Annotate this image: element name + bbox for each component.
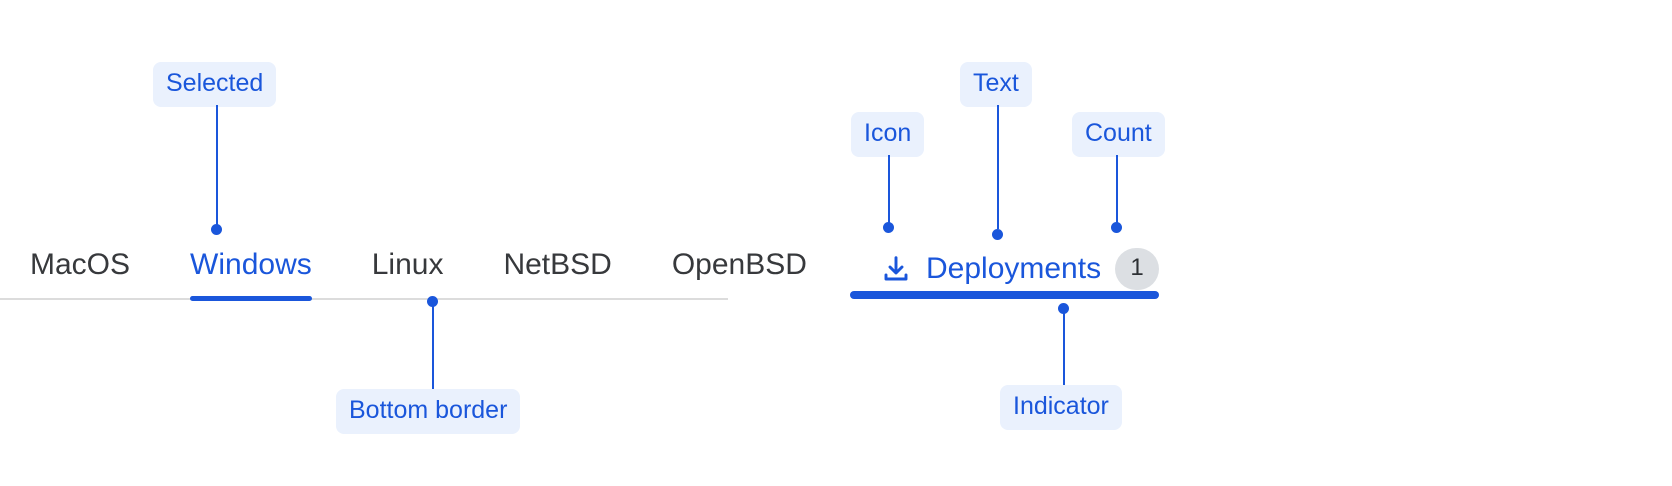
tab-windows[interactable]: Windows [190,246,312,301]
annotation-count-dot [1111,222,1122,233]
annotation-bottom-border-label: Bottom border [336,389,521,434]
tab-openbsd[interactable]: OpenBSD [671,248,807,281]
annotation-indicator-label: Indicator [1000,385,1122,430]
annotation-count-label: Count [1072,112,1165,157]
annotation-icon-dot [883,222,894,233]
tab-linux[interactable]: Linux [371,248,444,281]
annotation-icon-leader-line [888,155,890,227]
tab-deployments-count-badge: 1 [1115,248,1160,290]
annotation-count-leader-line [1116,155,1118,227]
tab-deployments-indicator [850,291,1159,299]
annotation-selected-leader-line [216,105,218,229]
tab-bar-right: Deployments 1 [850,246,1160,300]
tab-macos[interactable]: MacOS [30,248,131,281]
annotation-text-label: Text [960,62,1032,107]
tab-deployments[interactable]: Deployments 1 [850,246,1160,306]
download-icon [884,256,908,281]
annotation-icon-label: Icon [851,112,925,157]
annotation-indicator-leader-line [1063,308,1065,385]
annotation-text-leader-line [997,105,999,229]
tab-deployments-label: Deployments [926,252,1102,285]
annotation-bottom-border-leader-line [432,301,434,389]
annotation-text-dot [992,229,1003,240]
tab-bar-left: MacOS Windows Linux NetBSD OpenBSD [0,246,807,301]
annotation-selected-dot [211,224,222,235]
annotation-selected-label: Selected [153,62,277,107]
tab-netbsd[interactable]: NetBSD [503,248,612,281]
